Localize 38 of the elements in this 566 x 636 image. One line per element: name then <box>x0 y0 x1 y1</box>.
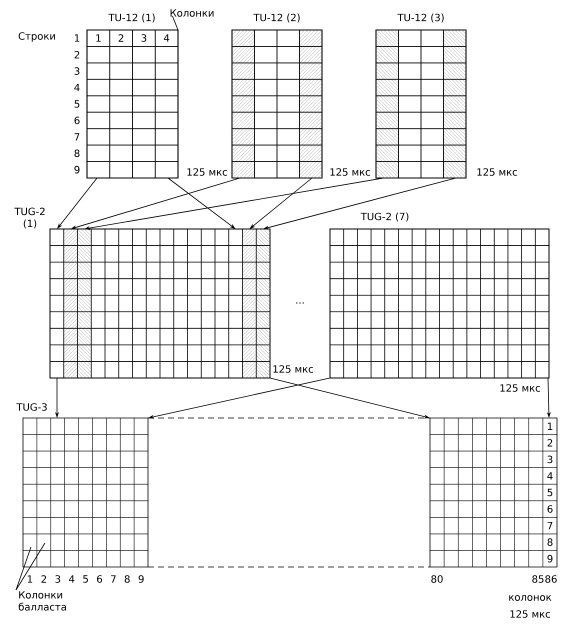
number-label: 3 <box>142 34 146 42</box>
leader-line <box>172 16 178 30</box>
number-label: Строки <box>18 32 55 42</box>
number-label: 1 <box>96 34 101 42</box>
grid-title: TU-12 (2) <box>253 14 300 22</box>
grid-title: TUG-2 (7) <box>360 212 408 222</box>
number-label: 9 <box>138 575 144 583</box>
number-label: 3 <box>548 456 552 464</box>
grid-title: TUG-3 <box>16 403 47 411</box>
number-label: 1 <box>548 422 552 430</box>
text-label: Колонки <box>170 9 214 17</box>
grid-title: TU-12 (3) <box>397 14 444 22</box>
number-label: 5 <box>548 488 552 496</box>
number-label: 8 <box>548 538 552 546</box>
time-label: 125 мкс <box>273 365 314 373</box>
number-label: 4 <box>547 472 553 480</box>
grid-table <box>430 418 558 568</box>
leader-line <box>16 542 46 590</box>
number-label: 4 <box>164 34 170 42</box>
number-label: 125 мкс <box>510 610 550 618</box>
grid-title: TU-12 (1) <box>108 14 155 22</box>
time-label: 125 мкс <box>500 384 540 392</box>
text-label: Колонки балласта <box>18 591 66 611</box>
time-label: 125 мкс <box>187 168 228 176</box>
number-label: 6 <box>548 505 553 513</box>
number-label: 2 <box>548 439 552 447</box>
number-label: 1 <box>28 575 32 583</box>
grid-title: TUG-2 (1) <box>14 208 45 228</box>
time-label: 125 мкс <box>330 168 370 176</box>
leader-line <box>16 546 32 590</box>
number-label: 2 <box>118 34 124 42</box>
time-label: 125 мкс <box>477 168 518 176</box>
number-label: 9 <box>547 554 552 562</box>
dashed-line <box>148 566 430 568</box>
number-label: ... <box>296 302 304 304</box>
number-label: колонок <box>509 595 552 601</box>
number-label: 80 <box>431 575 443 583</box>
number-label: 7 <box>548 522 552 530</box>
